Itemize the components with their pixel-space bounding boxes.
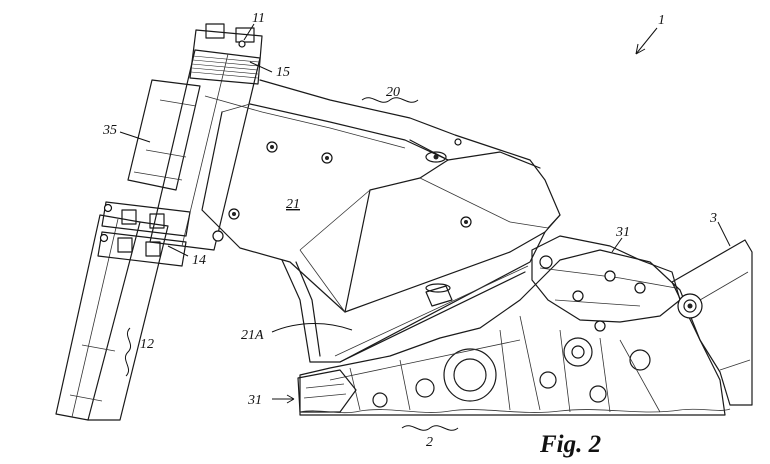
- label-35: 35: [102, 123, 117, 138]
- label-3: 3: [709, 211, 717, 226]
- label-21: 21: [286, 197, 300, 212]
- engine-drawing: [297, 235, 726, 416]
- label-14: 14: [192, 253, 206, 268]
- main-frame-drawing: [201, 79, 561, 363]
- rear-swingarm-drawing: [671, 239, 753, 406]
- label-15: 15: [276, 65, 290, 80]
- ground-break-line: [299, 408, 731, 414]
- steering-head-drawing: [97, 23, 263, 267]
- label-20: 20: [386, 85, 400, 100]
- label-11: 11: [252, 11, 265, 26]
- label-2: 2: [426, 435, 433, 450]
- label-21a: 21A: [241, 328, 264, 343]
- label-31-top: 31: [615, 225, 630, 240]
- label-12: 12: [140, 337, 154, 352]
- figure-caption: Fig. 2: [539, 431, 601, 458]
- label-31-bottom: 31: [247, 393, 262, 408]
- label-1: 1: [658, 13, 665, 28]
- front-fork-drawing: [55, 214, 169, 421]
- leader-lines: [119, 23, 731, 431]
- reference-numerals: 1 11 15 20 35 21 14 31 3 21A 12 31 2 Fig…: [102, 11, 717, 458]
